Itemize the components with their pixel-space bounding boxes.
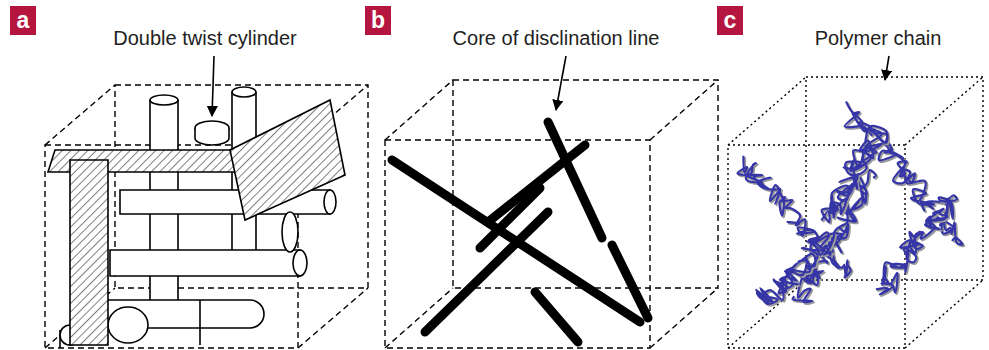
dotted-cube xyxy=(728,77,983,348)
callout-label: Core of disclination line xyxy=(453,27,660,49)
panel-letter-box: a xyxy=(10,6,36,35)
callout-label: Double twist cylinder xyxy=(113,27,296,49)
chain-shadow xyxy=(877,197,958,296)
disclination-lines xyxy=(392,122,648,342)
panel-letter-box: b xyxy=(365,6,391,35)
panel-letter: b xyxy=(371,9,385,32)
panel-letter-box: c xyxy=(717,6,743,35)
leader-arrows xyxy=(212,56,889,116)
dashed-cube xyxy=(385,80,718,348)
panel-letter: c xyxy=(724,9,737,32)
polymer-chains xyxy=(738,102,965,306)
polymer-chain xyxy=(876,195,957,294)
panel-letter: a xyxy=(17,9,30,32)
dashed-cube xyxy=(45,85,368,348)
polymer-chain xyxy=(821,126,887,222)
double-twist-cylinders xyxy=(48,87,345,348)
polymer-chain xyxy=(756,232,834,304)
callout-label: Polymer chain xyxy=(815,27,942,49)
